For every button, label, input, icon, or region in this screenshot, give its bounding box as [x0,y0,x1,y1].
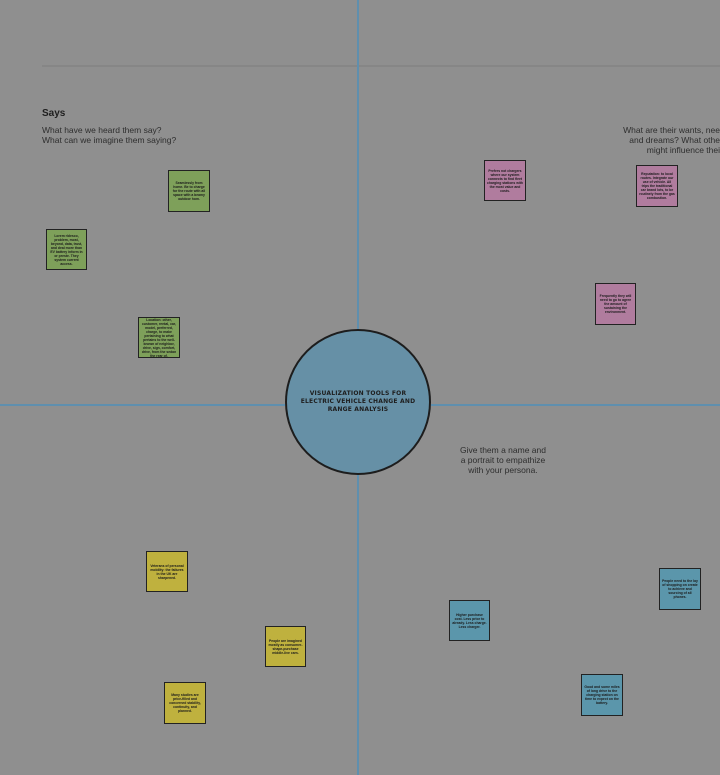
sticky-note[interactable]: People need to the lay of shopping on cr… [659,568,701,610]
says-prompt: What have we heard them say? What can we… [42,125,177,145]
vertical-axis-lower [357,475,359,775]
sticky-note[interactable]: Location: other, customer, rental, car, … [138,317,180,358]
wants-prompt: What are their wants, nee and dreams? Wh… [623,125,720,155]
sticky-note[interactable]: Lorem ridesco, problem, most, beyond, da… [46,229,87,270]
center-topic-title: VISUALIZATION TOOLS FOR ELECTRIC VEHICLE… [300,390,416,413]
sticky-note[interactable]: Good and some miles of long drive to the… [581,674,623,716]
sticky-note[interactable]: People are imagined mostly as consumer-s… [265,626,306,667]
sticky-note[interactable]: Reputation: to local routes. Integrate o… [636,165,678,207]
sticky-note[interactable]: Higher purchase cost. Less price to alre… [449,600,490,641]
vertical-axis [357,0,359,329]
sticky-note[interactable]: Frequently they will need to go to agree… [595,283,636,325]
persona-prompt: Give them a name and a portrait to empat… [460,445,546,475]
says-title: Says [42,108,66,119]
horizontal-axis-left [0,404,285,406]
sticky-note[interactable]: Many studies are price-filled and concer… [164,682,206,724]
sticky-note[interactable]: Veterans of personal mobility: the failu… [146,551,188,592]
horizontal-axis-right [431,404,720,406]
center-topic-circle[interactable]: VISUALIZATION TOOLS FOR ELECTRIC VEHICLE… [285,329,431,475]
sticky-note[interactable]: Seamlessly from home. Be to charge for t… [168,170,210,212]
top-divider [42,65,720,67]
sticky-note[interactable]: Prefers not chargers where our system co… [484,160,526,201]
